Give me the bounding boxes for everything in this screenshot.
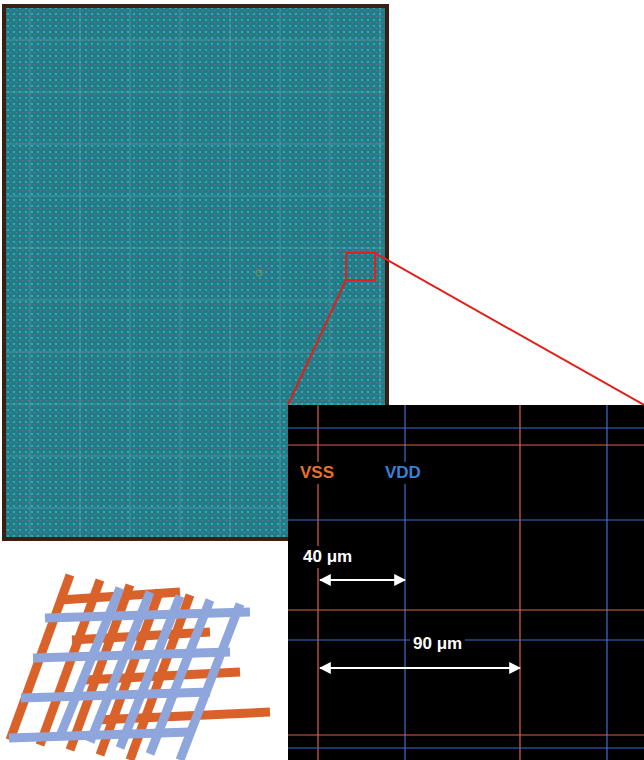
mesh-illustration (9, 575, 270, 760)
mesh-bar (45, 612, 250, 618)
die-grid-line (6, 144, 385, 145)
grid-strap (519, 405, 520, 760)
mesh-bar (96, 712, 270, 720)
mesh-bar (90, 592, 150, 742)
die-grid-line (6, 300, 385, 301)
die-origin (256, 270, 262, 276)
grid-strap (288, 734, 644, 735)
die-grid-line (6, 40, 385, 41)
dimension-label: 90 μm (410, 633, 465, 655)
zoom-leader (288, 280, 346, 405)
die-grid-line (230, 8, 231, 537)
net-name: VDD (382, 462, 424, 484)
die-grid-line (130, 8, 131, 537)
grid-strap (288, 639, 644, 640)
zoom-box (346, 253, 375, 280)
die-grid-line (6, 404, 385, 405)
grid-strap (288, 747, 644, 748)
grid-strap (288, 444, 644, 445)
net-name: VSS (297, 462, 337, 484)
die-grid-line (180, 8, 181, 537)
mesh-bar (21, 692, 210, 698)
die-grid-line (6, 92, 385, 93)
dimension-arrow (320, 667, 520, 669)
grid-strap (606, 405, 607, 760)
die-grid-line (80, 8, 81, 537)
zoom-inset (288, 405, 644, 760)
mesh-bar (60, 588, 120, 736)
inset-grid (288, 405, 644, 760)
mesh-bar (180, 604, 240, 760)
dimension-label: 40 μm (300, 546, 355, 568)
die-grid-line (6, 248, 385, 249)
grid-strap (404, 405, 405, 760)
grid-strap (317, 405, 318, 760)
grid-strap (288, 519, 644, 520)
mesh-bar (120, 596, 180, 748)
die-grid-line (30, 8, 31, 537)
mesh-bar (72, 632, 210, 640)
zoom-leader (375, 253, 644, 405)
dimension-arrow (320, 579, 405, 581)
die-grid-line (6, 196, 385, 197)
grid-strap (288, 609, 644, 610)
grid-strap (288, 427, 644, 428)
mesh-bar (150, 600, 210, 754)
die-grid-line (6, 352, 385, 353)
die-grid-line (280, 8, 281, 537)
mesh-bar (33, 652, 230, 658)
